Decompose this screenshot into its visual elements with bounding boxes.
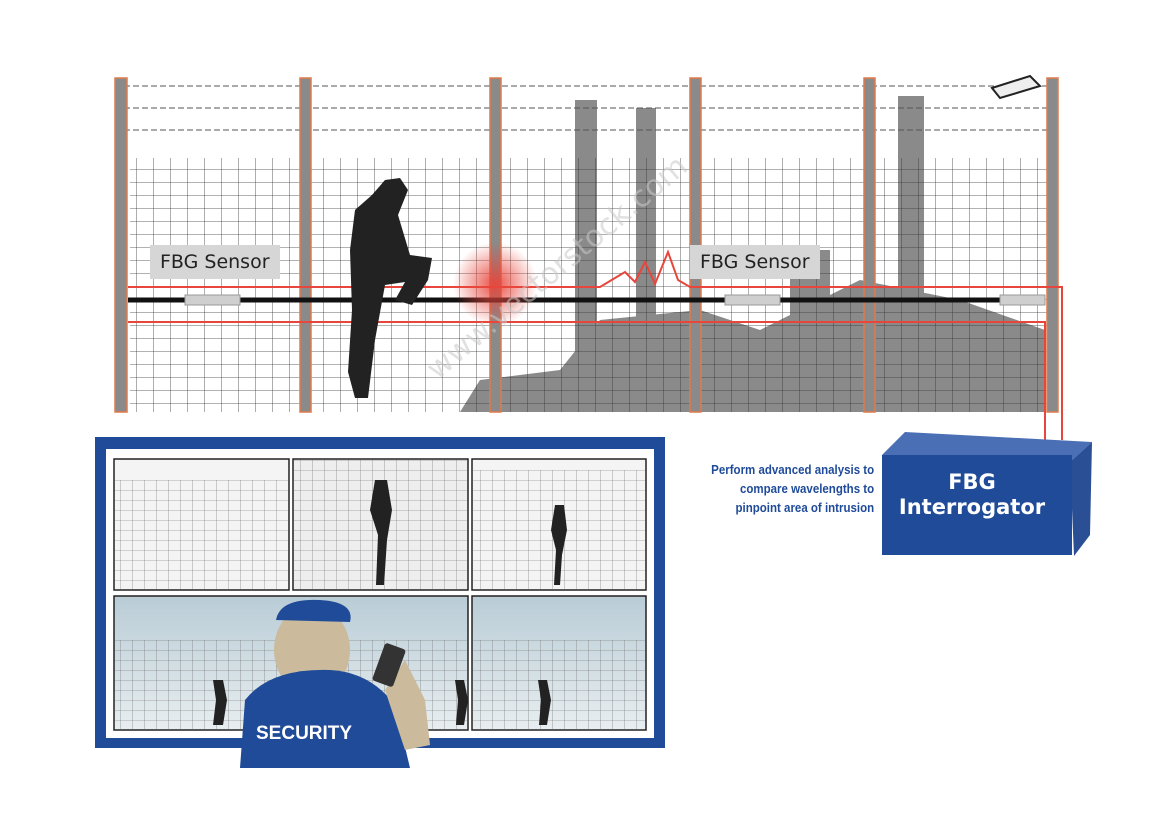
note-line: compare wavelengths to	[739, 482, 874, 496]
fence-mesh	[130, 158, 1050, 412]
fbg-sensor-label-1: FBG Sensor	[150, 245, 280, 279]
analysis-note: Perform advanced analysis to compare wav…	[711, 461, 874, 518]
barbed-wire	[115, 85, 1058, 131]
radio-icon	[372, 643, 406, 687]
security-camera-icon	[990, 74, 1042, 100]
note-line: pinpoint area of intrusion	[735, 501, 874, 515]
interrogator-line-2: Interrogator	[898, 495, 1046, 519]
fbg-interrogator-box	[882, 432, 1092, 556]
camera-feed-intruders	[213, 480, 567, 725]
security-badge: SECURITY	[256, 723, 353, 744]
interrogator-line-1: FBG	[948, 470, 996, 494]
note-line: Perform advanced analysis to	[711, 463, 874, 477]
fbg-sensor-nodes	[184, 294, 1046, 306]
interrogator-label: FBG Interrogator	[882, 470, 1062, 520]
intrusion-point	[453, 242, 537, 326]
security-guard	[240, 599, 430, 768]
fbg-sensor-label-2: FBG Sensor	[690, 245, 820, 279]
intruder-silhouette	[348, 178, 432, 398]
signal-lines	[128, 249, 1063, 440]
